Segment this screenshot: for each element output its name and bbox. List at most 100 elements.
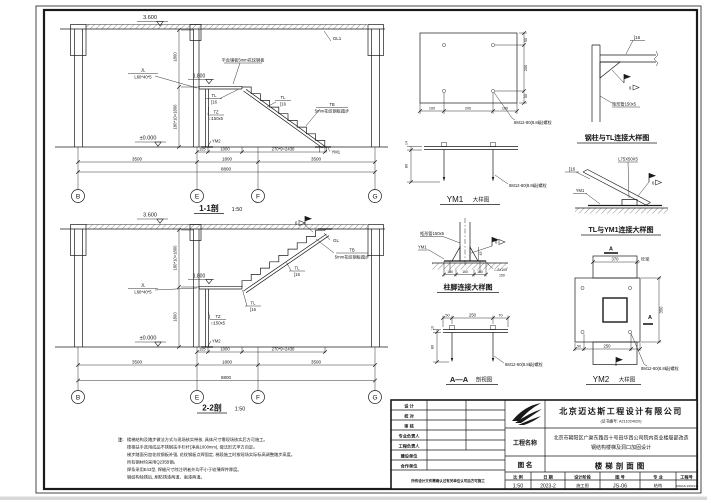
dim-label: 50 (445, 314, 449, 318)
wall-pier-b (70, 24, 87, 56)
section-marker: A (609, 247, 613, 253)
titleblock-row-label: 审 核 (404, 423, 414, 430)
notes-prefix: 注: (118, 436, 124, 443)
stair-steps (242, 86, 326, 147)
dim-label: 8800 (221, 375, 232, 380)
note-line: 钢结构除锈后, 刷防锈漆两道、面漆两道。 (127, 474, 205, 481)
dim-label: 8800 (221, 167, 232, 172)
wall-pier-e (189, 24, 202, 41)
company-logo (512, 403, 542, 425)
sheet-no-value: JS-06 (613, 483, 627, 489)
grid-label: G (372, 395, 377, 402)
member-spec-angle: L75X50X5 (618, 157, 638, 162)
discipline-header: 专 业 (653, 473, 663, 480)
plate-tag-ym1: YM1 (418, 245, 427, 250)
member-tag-tb: TB (349, 248, 355, 253)
note-line: 楼梯结构及踏步做法方式与现场核实带核, 具体尺寸需现场核实后方可施工。 (127, 436, 268, 443)
member-tag-tl: TL (251, 301, 257, 306)
bolt-label: 8M12-80(8.8级)螺栓 (641, 365, 680, 372)
phase-value: 施工图 (576, 482, 589, 489)
detail-column-base: 100 150 100 45 6 矩形管150x5 YM1 —8x100 150… (418, 218, 508, 293)
elevation-label: 3.600 (143, 15, 157, 21)
weld-size-label: 6 (652, 181, 655, 186)
date-value: 2023-2 (540, 483, 556, 489)
dim-label: 3500 (311, 360, 322, 365)
detail-title: YM2 (593, 375, 610, 384)
plate-tag-ym1: YM1 (332, 150, 341, 155)
beam-tag-gl: GL (333, 238, 340, 243)
detail-title-suffix: 大样图 (473, 196, 490, 204)
member-spec-tz: □150x5 (209, 116, 224, 121)
section-2-2: 6 3.600 1.800 ±0.000 180*10=1800 1800 GL… (55, 213, 388, 414)
project-name-line2: 钢结构楼梯及洞口加固设计 (591, 444, 651, 451)
plate-spec: —8x100 (494, 268, 507, 272)
grid-label: E (195, 194, 200, 201)
title-block: 设 计 校 对 审 核 专业负责人 工程负责人 建设单位 合作单位 所有设计文件… (390, 399, 698, 490)
dim-label: 325 (199, 348, 205, 352)
dim-label: 250 (469, 313, 477, 318)
sheet-frame (0, 5, 707, 500)
dim-label: 1800 (222, 157, 233, 162)
dim-label: 100 (447, 270, 453, 274)
dim-label: 180*10=1800 (173, 104, 178, 130)
member-spec-channel: [16 (634, 35, 641, 40)
beam-tag-gl1: GL1 (333, 36, 342, 41)
detail-ym2: 370 砼梁 A A 350 50 250 8M12-80(8.8级)螺栓 YM… (572, 247, 680, 385)
stair-stringer (243, 89, 326, 149)
member-spec-jl: L60*40*5 (134, 290, 152, 295)
note-line: 焊条采用E43型, 焊缝尺寸除注明者外均不小于较薄焊件厚度。 (127, 466, 241, 473)
member-tag-jl: JL (141, 68, 146, 73)
drawing-name-label: 图 名 (518, 460, 533, 469)
general-notes: 注: 楼梯结构及踏步做法方式与现场核实带核, 具体尺寸需现场核实后方可施工。 楼… (118, 436, 295, 481)
weld-size-label: 6 (295, 221, 298, 226)
dim-label: 200 (524, 65, 528, 71)
detail-title-suffix: 剖视图 (476, 376, 493, 384)
detail-title: 柱脚连接大样图 (444, 283, 493, 292)
detail-a-a: 50 250 70 10 80 8M12-80(8.8级)螺栓 A—A 剖视图 (431, 313, 544, 385)
dim-label: 3500 (132, 360, 143, 365)
dim-label: 1000 (220, 147, 230, 152)
member-spec-tl2: [16 (294, 272, 300, 277)
elevation-label: ±0.000 (140, 336, 157, 342)
member-tag-tube: 矩形管150x5 (612, 101, 637, 108)
bolt-label: 8M12-80(8.8级)螺栓 (514, 119, 553, 126)
dim-label: 100 (477, 270, 483, 274)
page-bottom-edge (0, 496, 707, 500)
note-line: 所有钢材均采用Q235B钢。 (127, 459, 178, 466)
dim-label: 50 (524, 38, 528, 42)
detail-column-tl: [16 6 矩形管150x5 钢柱与TL连接大样图 (577, 35, 659, 144)
project-name-label: 工程名称 (513, 439, 537, 447)
member-spec-jl: L60*40*5 (134, 75, 152, 80)
platform (198, 285, 243, 290)
detail-title: TL与YM1连接大样图 (589, 225, 654, 234)
dim-label: 10 (431, 326, 435, 330)
dim-label: 80 (431, 345, 435, 349)
dim-label: 370 (612, 257, 620, 262)
member-tag-tl2: TL (295, 266, 301, 271)
member-spec-tb: 5mm花纹钢板踏步 (335, 254, 369, 261)
member-tag-jl: JL (141, 283, 146, 288)
elevation-label: 3.600 (143, 213, 157, 219)
section-scale: 1:50 (232, 207, 243, 213)
scale-value: 1:50 (513, 483, 524, 489)
grid-label: B (76, 395, 80, 402)
grid-label: F (256, 194, 260, 201)
detail-title: 钢柱与TL连接大样图 (585, 133, 650, 142)
dim-label: 1800 (222, 360, 233, 365)
titleblock-row-label: 建设单位 (400, 453, 419, 460)
titleblock-row-label: 设 计 (404, 403, 414, 410)
dim-label: 3500 (132, 157, 143, 162)
bolt-label: 8M12-80(8.8级)螺栓 (509, 182, 548, 189)
sheet-no-header: 图 号 (615, 473, 625, 480)
dim-label: 1000 (220, 347, 230, 352)
platform-plate-note: 平台铺板5mm花纹钢板 (222, 57, 266, 64)
dim-label: 80 (405, 164, 409, 168)
member-spec-tz: □150x5 (211, 321, 226, 326)
detail-title-suffix: 大样图 (619, 376, 636, 384)
titleblock-row-label: 校 对 (404, 413, 414, 420)
dim-label: 100 (429, 107, 435, 111)
phase-header: 设计阶段 (574, 473, 592, 480)
dim-label: 270*9=2430 (272, 347, 295, 352)
member-tag-tl: TL (212, 93, 218, 98)
company-cert: (证书编号: A211024020) (600, 419, 642, 424)
